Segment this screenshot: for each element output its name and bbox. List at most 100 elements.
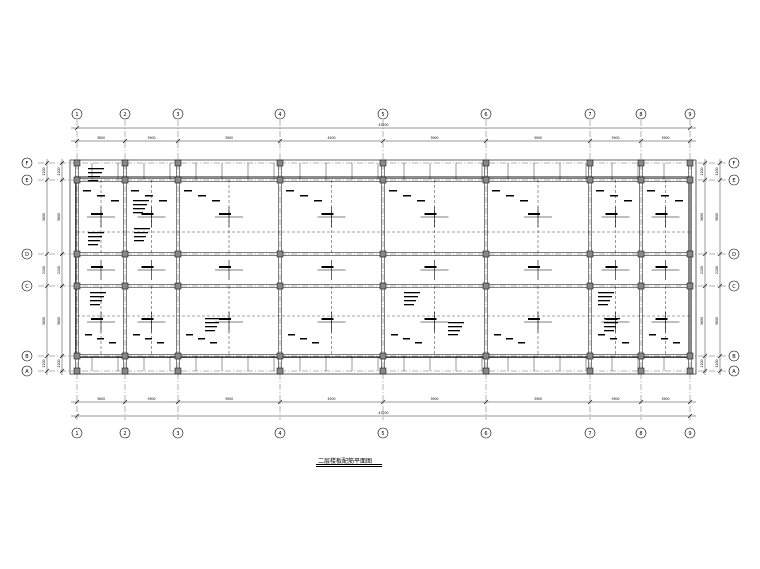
axis-bubble-bottom: [480, 427, 492, 439]
axis-bubble-bottom: [172, 427, 184, 439]
axis-bubble-right-label: F: [733, 161, 736, 167]
dimension-tick: [74, 399, 80, 405]
column: [121, 352, 129, 360]
rebar-label: [391, 334, 398, 336]
left-dimension: 1200: [57, 359, 61, 367]
column: [276, 176, 284, 184]
column: [379, 250, 387, 258]
column: [686, 352, 694, 360]
rebar-note: [133, 200, 149, 202]
rebar-label: [610, 338, 617, 340]
axis-bubble-bottom: [377, 427, 389, 439]
dimension-tick: [587, 138, 593, 144]
rebar-note: [88, 172, 102, 174]
axis-bubble-top-label: 3: [176, 112, 179, 118]
column: [637, 367, 645, 375]
dimension-tick: [59, 368, 65, 374]
axis-bubble-top: [684, 108, 696, 120]
rebar-label: [210, 342, 217, 344]
column: [586, 159, 594, 167]
rebar-label: [506, 338, 513, 340]
left-dimension: 3600: [57, 317, 61, 325]
bottom-bay-dimension: 3900: [147, 397, 155, 401]
column: [637, 282, 645, 290]
column: [686, 176, 694, 184]
rebar-label: [417, 200, 425, 202]
rebar-label: [157, 342, 164, 344]
left-dimension: 1200: [42, 167, 46, 175]
bottom-bay-dimension: 3900: [661, 397, 669, 401]
axis-bubble-right: [728, 157, 740, 169]
rebar-label: [424, 318, 437, 320]
dimension-tick: [175, 399, 181, 405]
right-dimension: 1200: [700, 359, 704, 367]
rebar-label: [184, 190, 192, 192]
axis-bubble-right: [728, 248, 740, 260]
dimension-tick: [44, 251, 50, 257]
rebar-note: [404, 300, 416, 302]
rebar-note: [90, 304, 100, 306]
rebar-label: [528, 266, 540, 268]
rebar-label: [85, 334, 92, 336]
rebar-label: [133, 334, 140, 336]
rebar-note: [598, 300, 610, 302]
column: [637, 159, 645, 167]
dimension-tick: [638, 399, 644, 405]
rebar-label: [109, 342, 116, 344]
axis-bubble-top-label: 2: [123, 112, 126, 118]
rebar-label: [389, 190, 397, 192]
rebar-note: [134, 236, 146, 238]
rebar-label: [624, 200, 632, 202]
column: [73, 352, 81, 360]
dimension-tick: [44, 160, 50, 166]
right-dimension: 2100: [700, 266, 704, 274]
rebar-note: [88, 244, 98, 246]
rebar-label: [622, 342, 629, 344]
column: [73, 367, 81, 375]
rebar-label: [655, 318, 668, 320]
rebar-note: [88, 176, 100, 178]
rebar-label: [415, 342, 422, 344]
dimension-tick: [59, 177, 65, 183]
rebar-label: [655, 213, 668, 215]
rebar-note: [404, 304, 414, 306]
axis-bubble-left: [21, 157, 33, 169]
dimension-tick: [687, 125, 693, 131]
dimension-tick: [717, 251, 723, 257]
rebar-label: [219, 213, 231, 215]
rebar-note: [133, 204, 147, 206]
column: [482, 282, 490, 290]
rebar-label: [424, 213, 437, 215]
column: [276, 367, 284, 375]
bottom-bay-dimension: 3900: [225, 397, 233, 401]
dimension-tick: [44, 283, 50, 289]
dimension-tick: [702, 368, 708, 374]
rebar-label: [675, 200, 683, 202]
rebar-label: [145, 338, 152, 340]
dimension-tick: [702, 251, 708, 257]
axis-bubble-top-label: 7: [588, 112, 591, 118]
dimension-tick: [687, 138, 693, 144]
axis-bubble-top-label: 1: [75, 112, 78, 118]
column: [121, 282, 129, 290]
top-bay-dimension: 3900: [430, 136, 438, 140]
rebar-note: [598, 292, 614, 294]
rebar-note: [598, 304, 608, 306]
rebar-label: [141, 213, 154, 215]
column: [174, 352, 182, 360]
axis-bubble-right: [728, 350, 740, 362]
column: [121, 250, 129, 258]
rebar-note: [133, 208, 145, 210]
axis-bubble-right-label: D: [732, 252, 736, 258]
column: [174, 250, 182, 258]
axis-bubble-right: [728, 365, 740, 377]
axis-bubble-top: [377, 108, 389, 120]
right-dimension: 3600: [715, 317, 719, 325]
rebar-label: [97, 195, 105, 197]
rebar-label: [528, 318, 540, 320]
dimension-tick: [74, 138, 80, 144]
axis-bubble-left-label: F: [26, 161, 29, 167]
right-dimension: 3600: [700, 213, 704, 221]
column: [637, 352, 645, 360]
